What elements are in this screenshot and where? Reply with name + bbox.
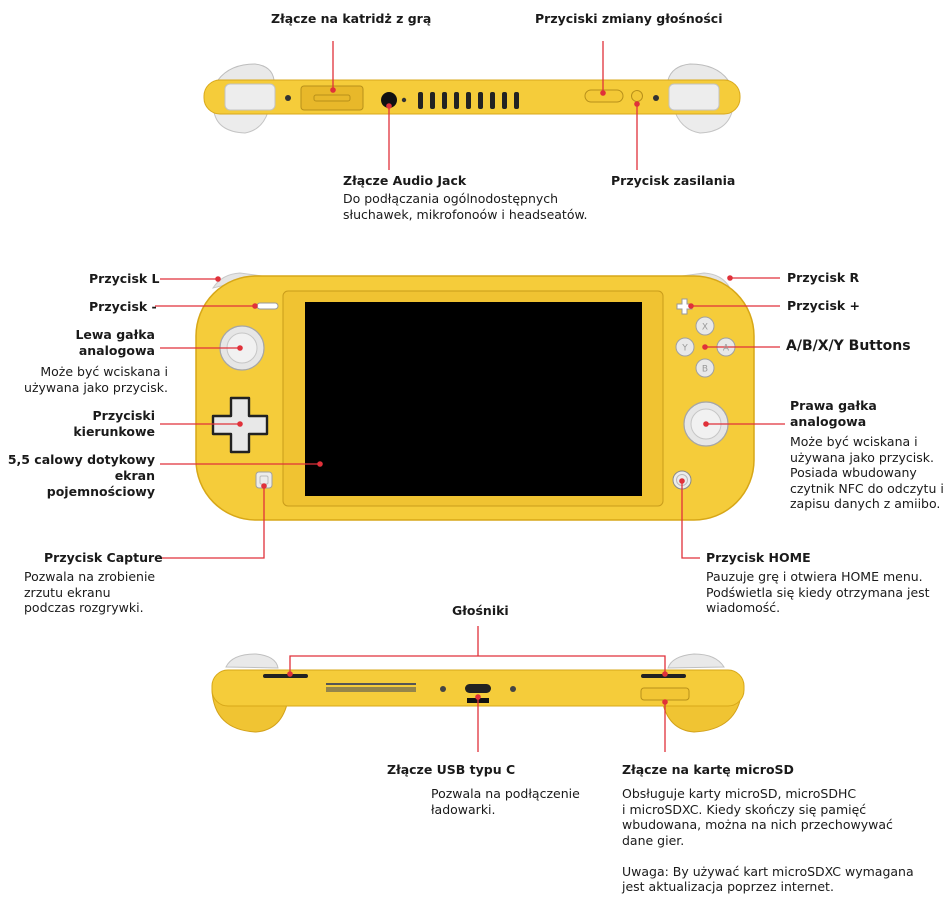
volume-buttons-label: Przyciski zmiany głośności [535, 11, 723, 26]
top-edge-body [203, 79, 741, 115]
left-speaker-grille [263, 674, 308, 678]
plus-button-shape [676, 298, 693, 315]
capture-description: Pozwala na zrobienie zrzutu ekranu podcz… [24, 569, 156, 615]
left-stick-label: Lewa gałka analogowa [75, 327, 155, 358]
leader-lines [155, 41, 785, 752]
usb-c-label: Złącze USB typu C [387, 762, 516, 777]
vent-slots [418, 92, 519, 109]
left-stick-description: Może być wciskana i używana jako przycis… [24, 364, 168, 395]
button-y-letter: Y [681, 344, 688, 354]
home-description: Pauzuje grę i otwiera HOME menu. Podświe… [706, 569, 930, 615]
touchscreen-display [305, 302, 642, 496]
right-stick-description: Może być wciskana i używana jako przycis… [790, 434, 944, 511]
microsd-label: Złącze na kartę microSD [622, 762, 794, 777]
volume-buttons-shape [584, 89, 624, 103]
microsd-slot-cover [640, 687, 690, 701]
r-button-top [668, 83, 720, 111]
abxy-buttons-label: A/B/X/Y Buttons [786, 338, 911, 354]
cartridge-slot-label: Złącze na katridż z grą [271, 11, 432, 26]
bottom-view [211, 653, 745, 733]
usb-c-description: Pozwala na podłączenie ładowarki. [431, 786, 580, 817]
right-stick-label: Prawa gałka analogowa [790, 398, 877, 429]
abxy-buttons-shape [675, 316, 736, 378]
top-view [203, 63, 741, 134]
home-button-label: Przycisk HOME [706, 550, 811, 565]
zl-trigger-top [213, 111, 269, 134]
usb-c-port [465, 684, 491, 693]
touchscreen-label: 5,5 calowy dotykowy ekran pojemnościowy [7, 452, 155, 499]
power-button-shape [631, 90, 643, 102]
speakers-label: Głośniki [452, 603, 509, 618]
cartridge-slot-cover [300, 85, 364, 111]
button-l-label: Przycisk L [89, 271, 160, 286]
capture-button-label: Przycisk Capture [44, 550, 163, 565]
dpad-label: Przyciski kierunkowe [73, 408, 155, 439]
button-r-label: Przycisk R [787, 270, 860, 285]
button-a-letter: A [723, 344, 730, 354]
power-button-label: Przycisk zasilania [611, 173, 736, 188]
audio-jack-label: Złącze Audio Jack [343, 173, 467, 188]
l-button-top [224, 83, 276, 111]
audio-jack-description: Do podłączania ogólnodostępnych słuchawe… [343, 191, 588, 222]
front-view [195, 272, 755, 521]
button-b-letter: B [702, 365, 708, 375]
button-x-letter: X [702, 323, 708, 333]
zr-trigger-top [674, 111, 733, 134]
button-plus-label: Przycisk + [787, 298, 861, 313]
r-shoulder-top [667, 63, 730, 81]
microsd-description: Obsługuje karty microSD, microSDHC i mic… [622, 786, 914, 894]
button-minus-label: Przycisk - [89, 299, 157, 314]
minus-button-shape [256, 302, 279, 310]
l-shoulder-top [216, 63, 275, 81]
audio-jack-port [381, 92, 397, 108]
bottom-label-marks [326, 683, 416, 692]
abxy-letters: X Y A B [681, 323, 730, 375]
